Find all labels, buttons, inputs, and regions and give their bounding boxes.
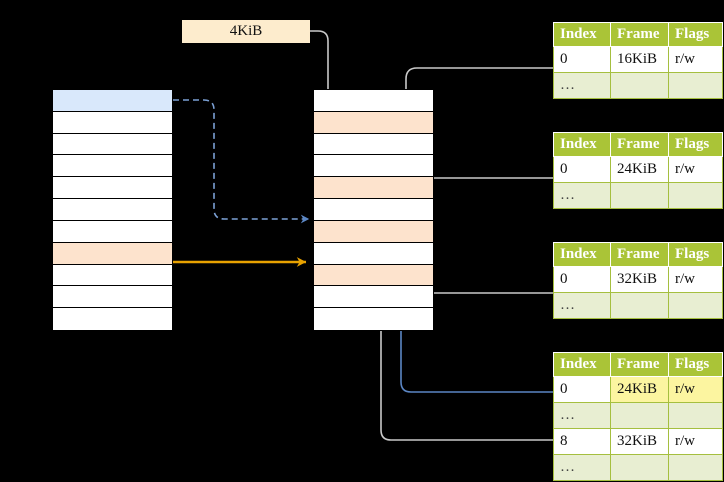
memory-cell: [53, 111, 172, 134]
wire-table3-to-frame: [421, 264, 553, 294]
memory-cell: [53, 133, 172, 156]
table-cell: r/w: [668, 156, 723, 183]
table-cell: …: [553, 292, 611, 319]
table-cell: r/w: [668, 376, 723, 403]
table-row[interactable]: …: [553, 454, 723, 481]
memory-cell: [53, 155, 172, 178]
memory-cell: [53, 308, 172, 330]
table-cell: r/w: [668, 266, 723, 293]
table-cell: …: [553, 182, 611, 209]
table-cell: 0: [553, 266, 611, 293]
table-row[interactable]: …: [553, 292, 723, 319]
column-header: Index: [553, 22, 611, 47]
memory-cell: [53, 220, 172, 243]
table-cell: 0: [553, 46, 611, 73]
memory-cell: [53, 199, 172, 221]
wire-table2-to-frame: [421, 177, 553, 226]
memory-cell: [53, 242, 172, 265]
memory-cell: [314, 264, 433, 287]
table-cell: …: [553, 454, 611, 481]
memory-cell: [53, 90, 172, 112]
memory-cell: [314, 90, 433, 112]
table-cell: 24KiB: [610, 156, 669, 183]
table-row[interactable]: …: [553, 72, 723, 99]
memory-cell: [53, 286, 172, 309]
memory-cell: [53, 264, 172, 287]
memory-cell: [314, 133, 433, 156]
table-cell: r/w: [668, 46, 723, 73]
table-cell: [668, 72, 723, 99]
wire-table4-row0-to-frame: [400, 220, 553, 393]
memory-cell: [314, 177, 433, 200]
column-header: Index: [553, 352, 611, 377]
table-cell: [610, 292, 669, 319]
column-header: Flags: [668, 22, 723, 47]
wire-virtual-to-frame-dashed: [173, 99, 310, 224]
physical-frame-column: [313, 89, 434, 331]
column-header: Frame: [610, 132, 669, 157]
column-header: Index: [553, 242, 611, 267]
memory-cell: [314, 111, 433, 134]
page-size-label: 4KiB: [182, 20, 310, 43]
column-header: Flags: [668, 352, 723, 377]
table-row[interactable]: …: [553, 182, 723, 209]
memory-cell: [53, 177, 172, 200]
table-cell: [668, 402, 723, 429]
table-cell: [610, 454, 669, 481]
table-cell: r/w: [668, 428, 723, 455]
table-row[interactable]: …: [553, 402, 723, 429]
wire-table1-to-frame: [405, 67, 553, 182]
table-cell: 8: [553, 428, 611, 455]
table-cell: …: [553, 72, 611, 99]
table-cell: 16KiB: [610, 46, 669, 73]
wire-4kib-to-frame: [308, 30, 335, 113]
table-cell: 24KiB: [610, 376, 669, 403]
column-header: Index: [553, 132, 611, 157]
memory-cell: [314, 220, 433, 243]
table-cell: 0: [553, 376, 611, 403]
memory-cell: [314, 242, 433, 265]
table-cell: [668, 454, 723, 481]
table-cell: [610, 182, 669, 209]
memory-cell: [314, 308, 433, 330]
table-cell: 0: [553, 156, 611, 183]
column-header: Flags: [668, 132, 723, 157]
table-cell: [668, 182, 723, 209]
table-cell: [610, 72, 669, 99]
column-header: Frame: [610, 22, 669, 47]
column-header: Frame: [610, 352, 669, 377]
table-cell: 32KiB: [610, 428, 669, 455]
column-header: Frame: [610, 242, 669, 267]
table-cell: [668, 292, 723, 319]
column-header: Flags: [668, 242, 723, 267]
table-cell: …: [553, 402, 611, 429]
table-cell: 32KiB: [610, 266, 669, 293]
memory-cell: [314, 286, 433, 309]
table-cell: [610, 402, 669, 429]
memory-cell: [314, 199, 433, 221]
memory-cell: [314, 155, 433, 178]
wire-table4-row8-to-frame: [380, 264, 553, 441]
virtual-address-column: [52, 89, 173, 331]
